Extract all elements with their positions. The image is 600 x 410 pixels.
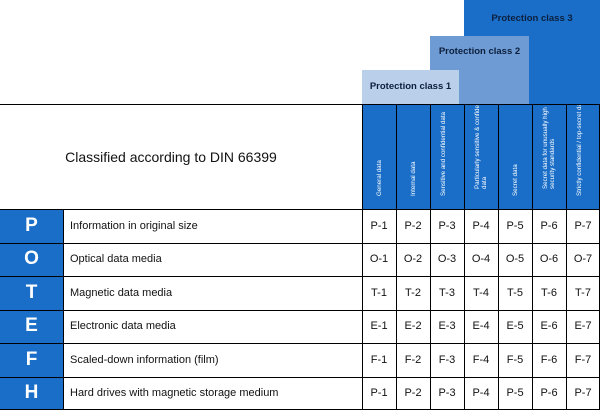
- level-cell: E-1: [370, 320, 388, 333]
- column-divider: [396, 104, 397, 410]
- column-header-label: Strictly confidential / top-secret data: [576, 104, 583, 196]
- level-cell: P-3: [438, 387, 456, 400]
- column-header-label: Particularly sensitive & confidential da…: [474, 104, 488, 189]
- column-header: General data: [362, 104, 396, 209]
- level-cell: F-3: [438, 353, 456, 366]
- level-cell: P-1: [370, 219, 388, 232]
- row-label: Optical data media: [70, 253, 162, 266]
- level-cell: E-4: [472, 320, 490, 333]
- row-letter-badge: P: [0, 209, 63, 243]
- level-cell: O-2: [403, 253, 423, 266]
- row-letter-badge: H: [0, 376, 63, 410]
- level-cell: P-2: [404, 219, 422, 232]
- column-header-label: Secret data for unusually high security …: [542, 107, 556, 189]
- protection-class-1: Protection class 1: [362, 70, 459, 104]
- level-cell: E-6: [540, 320, 558, 333]
- level-cell: T-4: [473, 286, 489, 299]
- level-cell: T-1: [371, 286, 387, 299]
- level-cell: O-5: [505, 253, 525, 266]
- row-letter-badge: E: [0, 309, 63, 343]
- level-cell: P-6: [540, 219, 558, 232]
- level-cell: O-4: [471, 253, 491, 266]
- level-cell: P-1: [370, 387, 388, 400]
- column-header-label: Internal data: [409, 161, 417, 196]
- level-cell: O-3: [437, 253, 457, 266]
- level-cell: P-6: [540, 387, 558, 400]
- column-header: Internal data: [396, 104, 430, 209]
- row-letter-badge: F: [0, 343, 63, 377]
- column-divider: [63, 209, 64, 410]
- level-cell: P-7: [574, 219, 592, 232]
- classification-title: Classified according to DIN 66399: [65, 148, 277, 165]
- column-header-label: Secret data: [511, 164, 519, 196]
- row-label: Information in original size: [70, 219, 198, 232]
- level-cell: F-5: [506, 353, 524, 366]
- row-label: Scaled-down information (film): [70, 353, 219, 366]
- level-cell: O-1: [369, 253, 389, 266]
- level-cell: E-7: [574, 320, 592, 333]
- column-divider: [566, 104, 567, 410]
- row-label: Hard drives with magnetic storage medium: [70, 387, 279, 400]
- level-cell: P-5: [506, 219, 524, 232]
- level-cell: O-6: [539, 253, 559, 266]
- level-cell: F-4: [472, 353, 490, 366]
- column-divider: [362, 104, 363, 410]
- row-divider: [0, 276, 600, 277]
- level-cell: P-3: [438, 219, 456, 232]
- column-divider: [464, 104, 465, 410]
- column-header: Particularly sensitive & confidential da…: [464, 104, 498, 209]
- level-cell: E-5: [506, 320, 524, 333]
- level-cell: T-2: [405, 286, 421, 299]
- level-cell: T-3: [439, 286, 455, 299]
- level-cell: E-3: [438, 320, 456, 333]
- level-cell: E-2: [404, 320, 422, 333]
- column-header-label: Sensitive and confidential data: [440, 112, 447, 196]
- row-label: Magnetic data media: [70, 286, 173, 299]
- row-label: Electronic data media: [70, 320, 176, 333]
- level-cell: T-6: [541, 286, 557, 299]
- column-header: Strictly confidential / top-secret data: [566, 104, 600, 209]
- row-letter-badge: O: [0, 242, 63, 276]
- row-divider: [0, 104, 600, 105]
- column-divider: [532, 104, 533, 410]
- level-cell: T-5: [507, 286, 523, 299]
- level-cell: P-5: [506, 387, 524, 400]
- row-letter-badge: T: [0, 276, 63, 310]
- level-cell: F-6: [540, 353, 558, 366]
- column-header: Secret data for unusually high security …: [532, 104, 566, 209]
- row-divider: [0, 243, 600, 244]
- level-cell: P-4: [472, 219, 490, 232]
- level-cell: P-2: [404, 387, 422, 400]
- level-cell: P-7: [574, 387, 592, 400]
- column-header-label: General data: [375, 160, 383, 196]
- level-cell: F-7: [574, 353, 592, 366]
- column-divider: [430, 104, 431, 410]
- column-divider: [498, 104, 499, 410]
- level-cell: F-1: [370, 353, 388, 366]
- level-cell: T-7: [575, 286, 591, 299]
- column-header: Secret data: [498, 104, 532, 209]
- row-divider: [0, 343, 600, 344]
- level-cell: O-7: [573, 253, 593, 266]
- row-divider: [0, 310, 600, 311]
- column-header: Sensitive and confidential data: [430, 104, 464, 209]
- row-divider: [0, 209, 600, 210]
- row-divider: [0, 377, 600, 378]
- level-cell: F-2: [404, 353, 422, 366]
- level-cell: P-4: [472, 387, 490, 400]
